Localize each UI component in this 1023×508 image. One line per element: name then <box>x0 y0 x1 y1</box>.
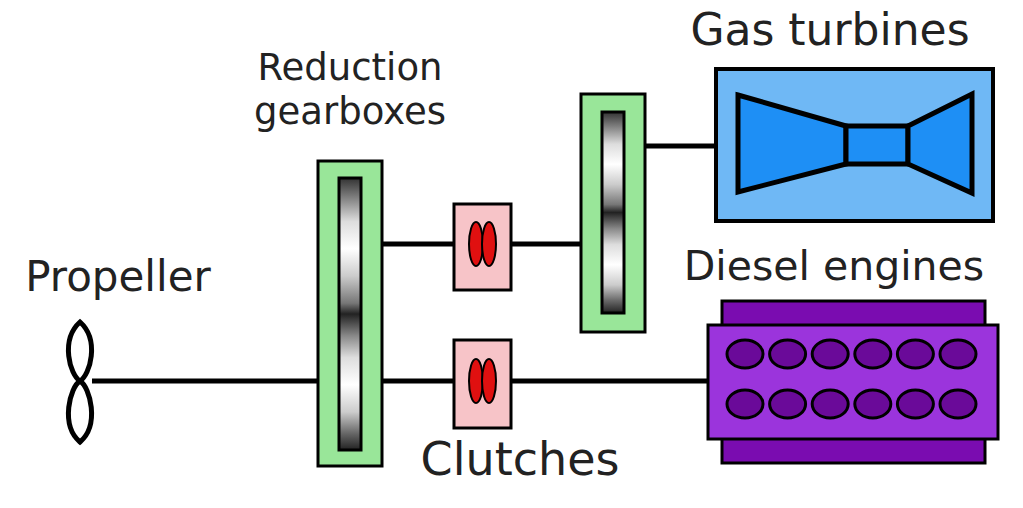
cylinder <box>855 340 891 368</box>
component-label: Gas turbines <box>640 4 1020 57</box>
cylinder <box>727 390 763 418</box>
clutch <box>454 340 511 428</box>
diesel-engine <box>708 301 998 463</box>
component-label: Propeller <box>3 252 233 302</box>
gas-turbine <box>716 69 993 221</box>
cylinder <box>940 390 976 418</box>
reduction-gearbox <box>581 94 645 332</box>
cylinder <box>812 340 848 368</box>
component-label: Clutches <box>390 432 650 487</box>
cylinder <box>770 390 806 418</box>
clutch <box>454 204 511 290</box>
cylinder <box>940 340 976 368</box>
cylinder <box>812 390 848 418</box>
cylinder <box>770 340 806 368</box>
cylinder <box>897 390 933 418</box>
cylinder <box>727 340 763 368</box>
component-label: Diesel engines <box>649 242 1019 291</box>
cylinder <box>897 340 933 368</box>
component-label: Reduction gearboxes <box>225 46 475 135</box>
reduction-gearbox <box>318 161 382 466</box>
propeller-symbol <box>68 322 91 442</box>
cylinder <box>855 390 891 418</box>
